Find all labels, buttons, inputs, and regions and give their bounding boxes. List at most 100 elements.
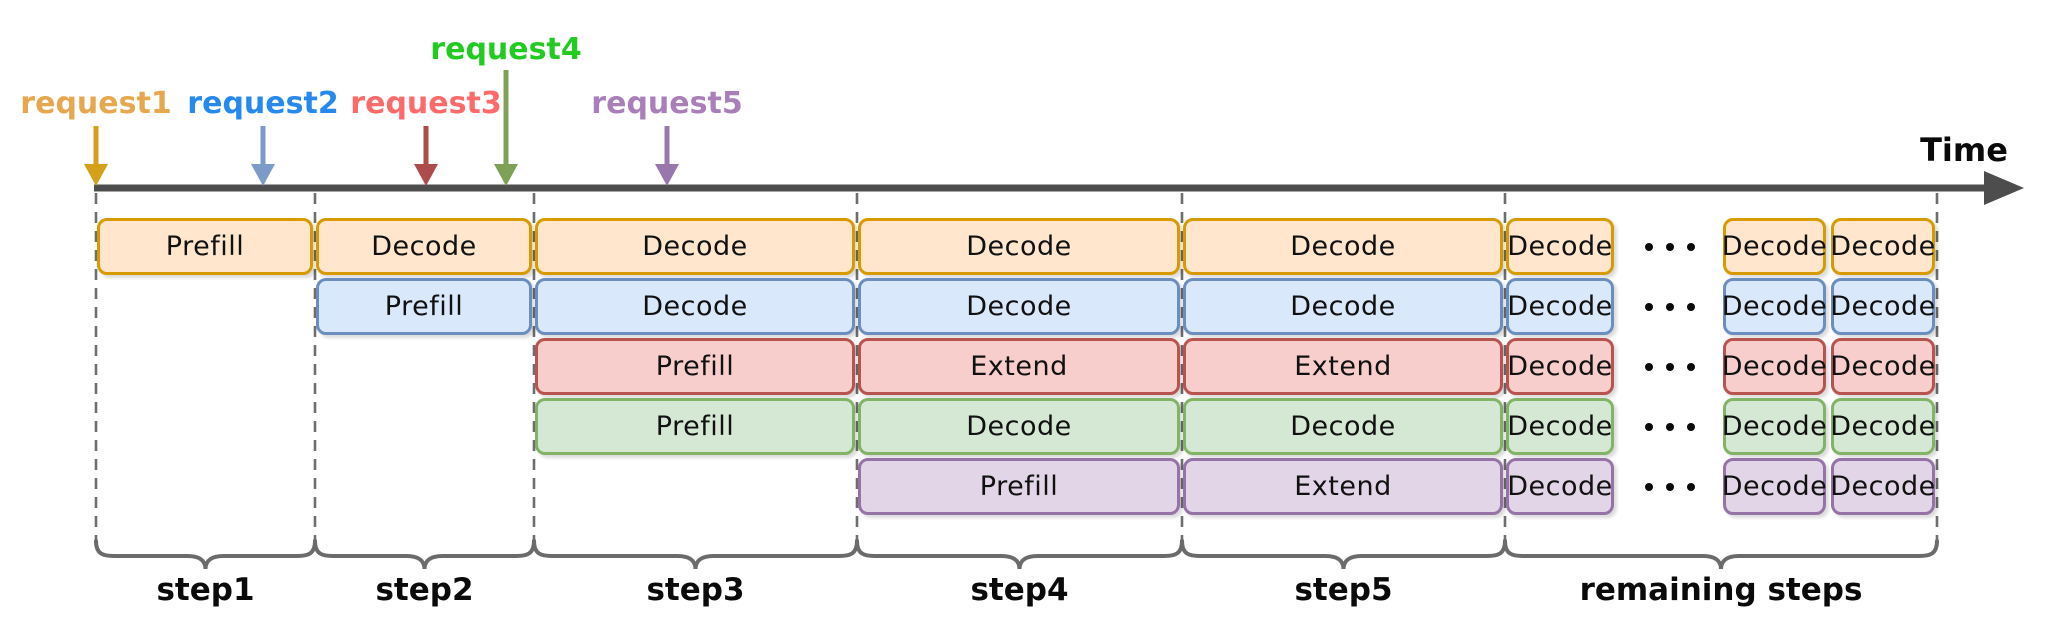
box-label: Decode [1290, 291, 1396, 322]
request1-decode-box: Decode [858, 218, 1180, 275]
box-label: Decode [1830, 231, 1936, 262]
step-label-step4: step4 [970, 572, 1069, 608]
box-label: Decode [966, 411, 1072, 442]
box-label: Prefill [979, 471, 1059, 502]
request2-decode-box: Decode [1506, 278, 1614, 335]
brace-remaining-steps [1503, 539, 1939, 570]
box-label: Decode [1507, 411, 1613, 442]
dot-icon [1666, 302, 1674, 311]
request5-label: request5 [591, 86, 743, 121]
step-label-step5: step5 [1294, 572, 1393, 608]
request2-decode-box: Decode [535, 278, 855, 335]
request1-prefill-box: Prefill [97, 218, 313, 275]
dot-icon [1645, 242, 1653, 251]
request5-decode-box: Decode [1506, 458, 1614, 515]
step-label-step1: step1 [156, 572, 255, 608]
box-label: Decode [1507, 291, 1613, 322]
box-label: Decode [966, 231, 1072, 262]
step-label-step3: step3 [646, 572, 745, 608]
request3-arrowhead [414, 164, 438, 186]
box-label: Prefill [384, 291, 464, 322]
request3-label: request3 [350, 86, 502, 121]
request3-extend-box: Extend [1183, 338, 1503, 395]
time-axis-label: Time [1920, 131, 2008, 169]
request1-decode-box: Decode [535, 218, 855, 275]
request4-decode-box: Decode [1506, 398, 1614, 455]
request5-arrowhead [655, 164, 679, 186]
dot-icon [1687, 302, 1695, 311]
request2-decode-box: Decode [1830, 278, 1936, 335]
box-label: Decode [1507, 351, 1613, 382]
request4-arrowhead [494, 164, 518, 186]
step-label-step2: step2 [375, 572, 474, 608]
box-label: Decode [1290, 411, 1396, 442]
dot-icon [1645, 362, 1653, 371]
box-label: Decode [642, 231, 748, 262]
request3-decode-box: Decode [1506, 338, 1614, 395]
brace-step2 [313, 539, 536, 570]
dot-icon [1666, 482, 1674, 491]
request5-decode-box: Decode [1830, 458, 1936, 515]
box-label: Decode [966, 291, 1072, 322]
box-label: Decode [371, 231, 477, 262]
dot-icon [1687, 482, 1695, 491]
box-label: Decode [1830, 471, 1936, 502]
request3-decode-box: Decode [1830, 338, 1936, 395]
request3-extend-box: Extend [858, 338, 1180, 395]
brace-step4 [855, 539, 1184, 570]
box-label: Decode [1507, 471, 1613, 502]
request4-decode-box: Decode [858, 398, 1180, 455]
request3-prefill-box: Prefill [535, 338, 855, 395]
box-label: Decode [1721, 351, 1828, 382]
request1-label: request1 [20, 86, 172, 121]
box-label: Extend [970, 351, 1068, 382]
ellipsis-request2 [1630, 278, 1710, 335]
step-label-remaining-steps: remaining steps [1579, 572, 1863, 608]
request1-decode-box: Decode [1183, 218, 1503, 275]
ellipsis-request3 [1630, 338, 1710, 395]
time-axis-arrowhead [1984, 171, 2024, 205]
request4-decode-box: Decode [1830, 398, 1936, 455]
dot-icon [1687, 242, 1695, 251]
request5-decode-box: Decode [1721, 458, 1828, 515]
dot-icon [1687, 422, 1695, 431]
request5-prefill-box: Prefill [858, 458, 1180, 515]
box-label: Decode [1830, 291, 1936, 322]
dot-icon [1666, 422, 1674, 431]
box-label: Decode [1721, 231, 1828, 262]
box-label: Prefill [655, 351, 735, 382]
dot-icon [1645, 422, 1653, 431]
box-label: Decode [1721, 291, 1828, 322]
box-label: Decode [1290, 231, 1396, 262]
request2-prefill-box: Prefill [316, 278, 532, 335]
request1-decode-box: Decode [1721, 218, 1828, 275]
dot-icon [1645, 302, 1653, 311]
dot-icon [1645, 482, 1653, 491]
box-label: Extend [1294, 351, 1392, 382]
box-label: Decode [1721, 471, 1828, 502]
box-label: Decode [1721, 411, 1828, 442]
box-label: Decode [642, 291, 748, 322]
ellipsis-request4 [1630, 398, 1710, 455]
request4-decode-box: Decode [1183, 398, 1503, 455]
request2-decode-box: Decode [1721, 278, 1828, 335]
brace-step3 [532, 539, 859, 570]
box-label: Decode [1507, 231, 1613, 262]
request4-label: request4 [430, 32, 582, 67]
request1-arrowhead [84, 164, 108, 186]
ellipsis-request5 [1630, 458, 1710, 515]
request5-extend-box: Extend [1183, 458, 1503, 515]
request1-decode-box: Decode [1506, 218, 1614, 275]
request1-decode-box: Decode [316, 218, 532, 275]
request2-decode-box: Decode [858, 278, 1180, 335]
dot-icon [1666, 362, 1674, 371]
brace-step1 [94, 539, 317, 570]
dot-icon [1687, 362, 1695, 371]
request2-decode-box: Decode [1183, 278, 1503, 335]
box-label: Decode [1830, 351, 1936, 382]
box-label: Decode [1830, 411, 1936, 442]
brace-step5 [1180, 539, 1507, 570]
box-label: Prefill [165, 231, 245, 262]
